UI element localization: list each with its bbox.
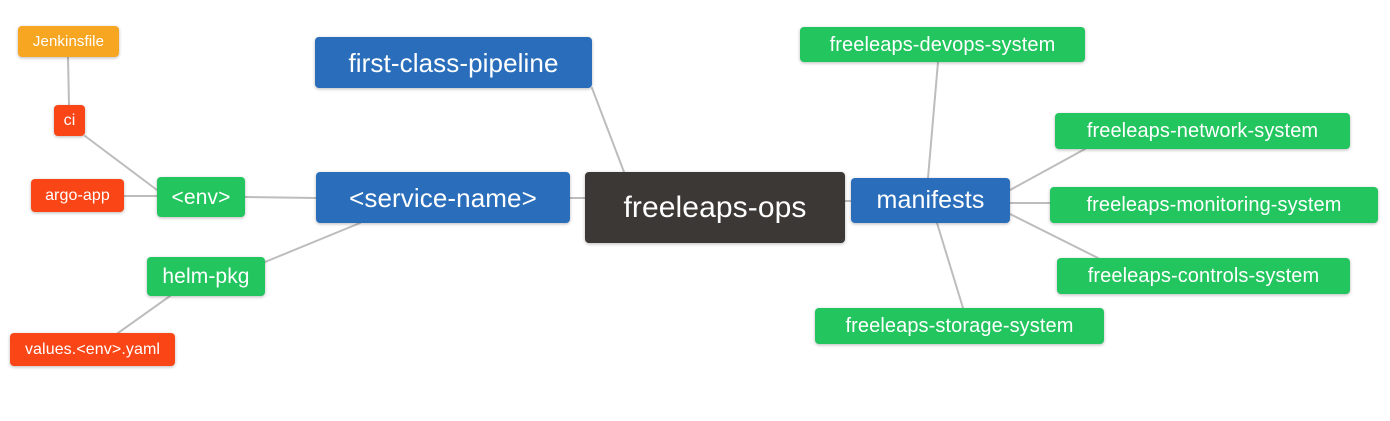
edge-service-name-helm-pkg <box>264 222 361 263</box>
node-ci[interactable]: ci <box>54 105 85 136</box>
node-service-name[interactable]: <service-name> <box>316 172 570 223</box>
node-freeleaps-ops[interactable]: freeleaps-ops <box>585 172 845 243</box>
node-first-class-pipeline[interactable]: first-class-pipeline <box>315 37 592 88</box>
node-helm-pkg[interactable]: helm-pkg <box>147 257 265 296</box>
edge-manifests-storage <box>936 222 964 309</box>
node-env[interactable]: <env> <box>157 177 245 217</box>
node-argo-app[interactable]: argo-app <box>31 179 124 212</box>
node-manifests[interactable]: manifests <box>851 178 1010 223</box>
node-freeleaps-storage-system[interactable]: freeleaps-storage-system <box>815 308 1104 344</box>
edge-helm-pkg-values <box>117 295 171 334</box>
node-freeleaps-devops-system[interactable]: freeleaps-devops-system <box>800 27 1085 62</box>
node-freeleaps-controls-system[interactable]: freeleaps-controls-system <box>1057 258 1350 294</box>
edge-ci-jenkinsfile <box>67 56 70 106</box>
node-freeleaps-network-system[interactable]: freeleaps-network-system <box>1055 113 1350 149</box>
node-jenkinsfile[interactable]: Jenkinsfile <box>18 26 119 57</box>
edge-service-name-env <box>244 196 317 199</box>
edge-manifests-devops <box>927 61 939 179</box>
edge-root-first-class-pipeline <box>591 87 625 173</box>
node-values-env-yaml[interactable]: values.<env>.yaml <box>10 333 175 366</box>
edge-manifests-network <box>1009 148 1086 191</box>
node-freeleaps-monitoring-system[interactable]: freeleaps-monitoring-system <box>1050 187 1378 223</box>
